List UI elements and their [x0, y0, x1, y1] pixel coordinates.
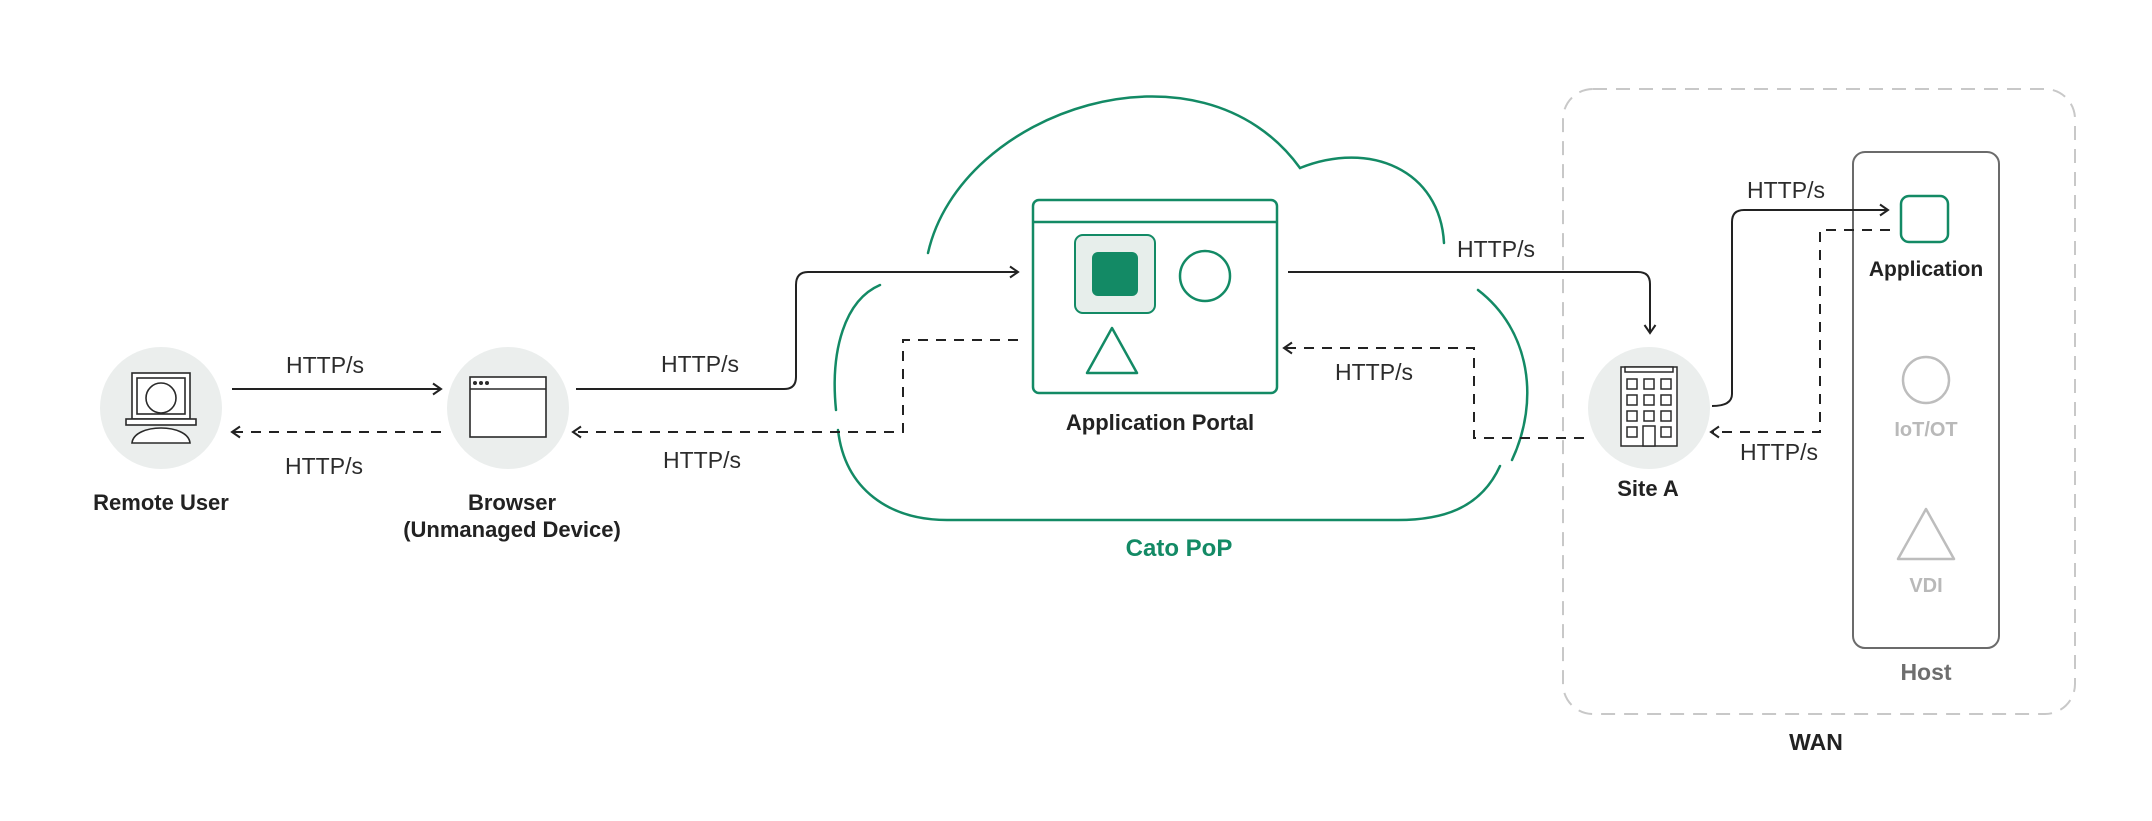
edge-site-to-portal — [1282, 341, 1584, 439]
application-square-icon[interactable] — [1899, 194, 1950, 244]
edge-label-browser-to-portal: HTTP/s — [661, 351, 739, 377]
office-building-icon — [1620, 366, 1678, 447]
wan-boundary — [1562, 88, 2076, 715]
host-box — [1852, 151, 2000, 649]
user-computer-icon — [125, 372, 197, 444]
edge-label-portal-to-browser: HTTP/s — [663, 447, 741, 473]
site-a-label: Site A — [1617, 476, 1679, 501]
iot-ot-circle-icon[interactable] — [1901, 355, 1951, 405]
edge-portal-to-browser — [571, 339, 1018, 439]
remote-user-label: Remote User — [93, 490, 229, 515]
edge-label-portal-to-site: HTTP/s — [1457, 236, 1535, 262]
host-item-vdi-label: VDI — [1909, 575, 1942, 597]
edge-label-site-to-portal: HTTP/s — [1335, 359, 1413, 385]
cato-pop-cloud — [833, 95, 1529, 522]
browser-sublabel: (Unmanaged Device) — [403, 517, 621, 542]
edge-browser-to-portal — [576, 265, 1020, 390]
app-portal-window-icon[interactable] — [1031, 198, 1279, 395]
cato-pop-label: Cato PoP — [1126, 535, 1233, 562]
browser-window-icon — [469, 376, 547, 438]
edge-site-to-application — [1711, 203, 1890, 407]
edge-label-user-to-browser: HTTP/s — [286, 352, 364, 378]
wan-label: WAN — [1789, 729, 1843, 755]
host-item-iot-ot-label: IoT/OT — [1894, 419, 1957, 441]
host-label: Host — [1900, 659, 1951, 685]
edge-label-browser-to-user: HTTP/s — [285, 453, 363, 479]
edge-portal-to-site — [1288, 271, 1657, 335]
edge-label-site-to-application: HTTP/s — [1747, 177, 1825, 203]
vdi-triangle-icon[interactable] — [1896, 507, 1956, 561]
host-item-application-label: Application — [1869, 258, 1983, 281]
application-portal-label: Application Portal — [1066, 410, 1254, 435]
browser-label: Browser — [468, 490, 556, 515]
edge-application-to-site — [1709, 229, 1890, 439]
edge-label-application-to-site: HTTP/s — [1740, 439, 1818, 465]
